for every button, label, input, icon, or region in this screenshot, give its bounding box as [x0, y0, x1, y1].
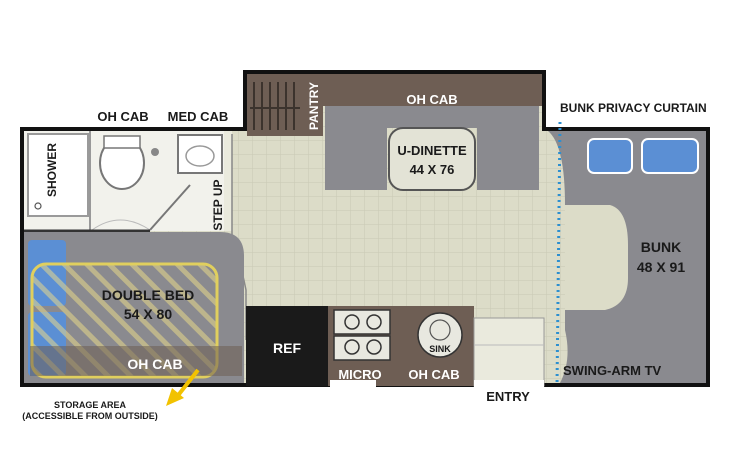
bunk-pillow-right: [641, 138, 699, 174]
label-oh-cab-top-left: OH CAB: [97, 109, 148, 124]
label-u-dinette-size: 44 X 76: [410, 162, 455, 177]
entry-step: [473, 317, 545, 387]
label-bunk-privacy-curtain: BUNK PRIVACY CURTAIN: [560, 101, 707, 115]
label-entry: ENTRY: [486, 389, 530, 404]
u-dinette: [323, 74, 542, 191]
label-shower: SHOWER: [45, 143, 59, 197]
label-oh-cab-kitchen: OH CAB: [408, 367, 459, 382]
label-step-up: STEP UP: [211, 179, 225, 230]
label-double-bed-size: 54 X 80: [124, 306, 172, 322]
bunk-pillow-left: [587, 138, 633, 174]
bunk: [548, 131, 706, 383]
label-double-bed: DOUBLE BED: [102, 287, 195, 303]
label-micro: MICRO: [338, 367, 381, 382]
pantry: [247, 74, 323, 136]
kitchen-sink-icon: [417, 312, 463, 358]
shower-drain-icon: [34, 202, 42, 210]
label-ref: REF: [273, 340, 301, 356]
label-storage-area-note: (ACCESSIBLE FROM OUTSIDE): [22, 411, 158, 421]
label-bunk-size: 48 X 91: [637, 259, 685, 275]
bunk-privacy-curtain-line: [555, 121, 562, 387]
kitchen: [246, 306, 545, 388]
storage-arrow: [166, 368, 200, 406]
label-med-cab: MED CAB: [168, 109, 229, 124]
dinette-table: [388, 127, 476, 191]
label-bunk: BUNK: [641, 239, 681, 255]
label-pantry: PANTRY: [307, 82, 321, 130]
label-sink: SINK: [429, 344, 451, 354]
double-bed: [24, 232, 244, 383]
label-swing-arm-tv: SWING-ARM TV: [563, 363, 662, 378]
label-oh-cab-dinette: OH CAB: [406, 92, 457, 107]
shower-stall: [27, 133, 89, 217]
bathroom: [24, 131, 224, 233]
bathroom-sink-icon: [177, 134, 223, 174]
label-storage-area: STORAGE AREA: [54, 400, 127, 410]
label-oh-cab-bed: OH CAB: [127, 356, 182, 372]
refrigerator: [246, 306, 328, 386]
label-u-dinette: U-DINETTE: [397, 143, 467, 158]
